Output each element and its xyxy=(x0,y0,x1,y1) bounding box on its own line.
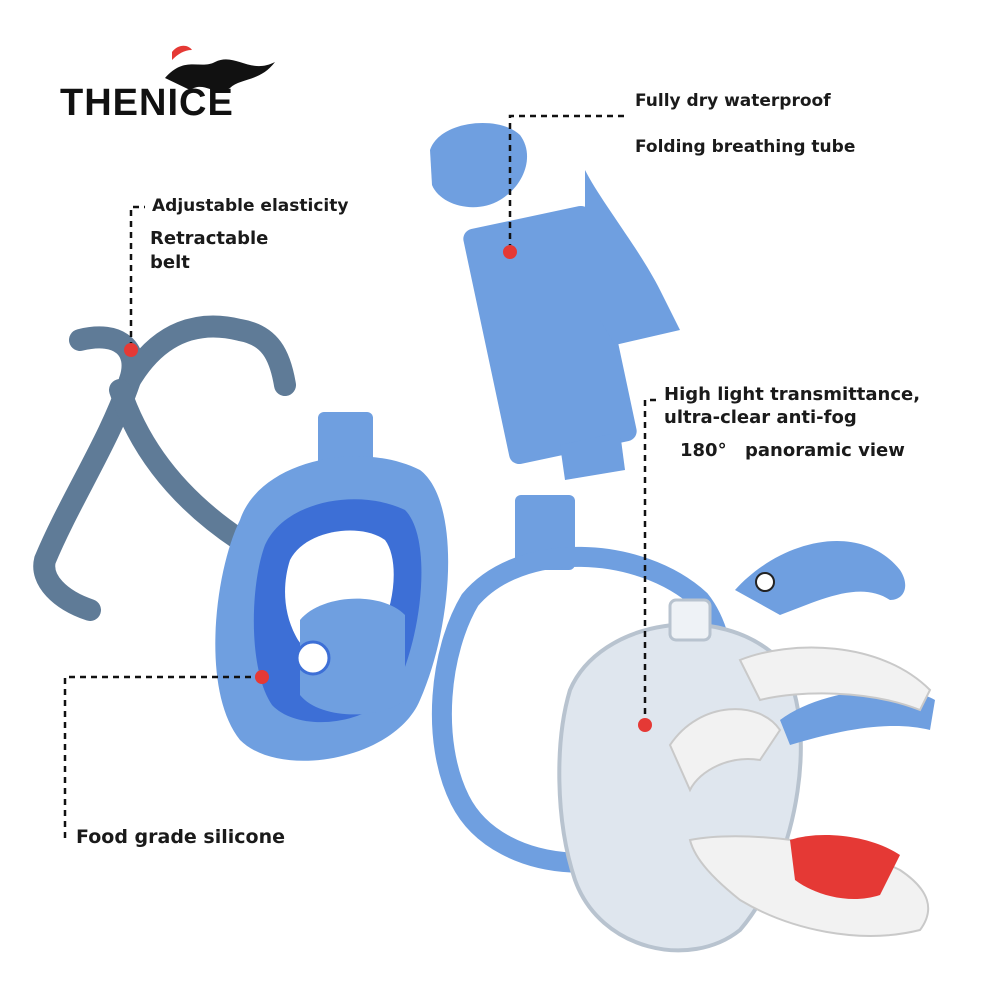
marker-tube xyxy=(503,245,517,259)
snorkel-fin-illustration xyxy=(585,170,680,345)
marker-silicone xyxy=(255,670,269,684)
silicone-frame-illustration xyxy=(215,412,449,761)
callout-belt-line1: Retractable xyxy=(150,228,269,249)
callout-transmittance-line2: ultra-clear anti-fog xyxy=(664,407,857,428)
callout-waterproof: Fully dry waterproof xyxy=(635,91,831,111)
callout-adjustable-elasticity: Adjustable elasticity xyxy=(152,196,349,216)
red-markers xyxy=(124,245,652,732)
marker-belt xyxy=(124,343,138,357)
callout-leaders xyxy=(63,114,660,838)
marker-lens xyxy=(638,718,652,732)
brand-logo: THENICE xyxy=(60,82,234,125)
brand-wave-icon xyxy=(165,45,275,92)
snorkel-cap-illustration xyxy=(430,123,528,208)
callout-transmittance-line1: High light transmittance, xyxy=(664,384,921,405)
brand-name: THENICE xyxy=(60,82,234,124)
shark-jaw-illustration xyxy=(668,646,932,937)
callout-food-grade-silicone: Food grade silicone xyxy=(76,826,285,848)
callout-belt-line2: belt xyxy=(150,252,190,273)
callout-view-text: panoramic view xyxy=(745,440,905,461)
callout-breathing-tube: Folding breathing tube xyxy=(635,137,856,157)
callout-view-degrees: 180° xyxy=(680,440,727,461)
shark-top-illustration xyxy=(735,541,935,745)
